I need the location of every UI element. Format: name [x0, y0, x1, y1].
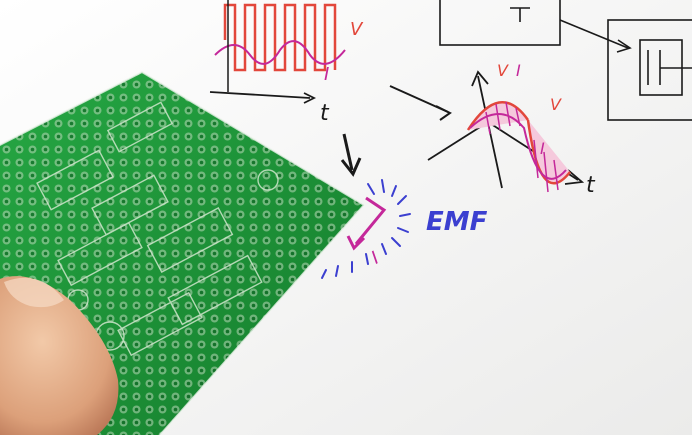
top-t-label: t — [320, 101, 330, 126]
emf-label: EMF — [426, 207, 488, 237]
current-arrow — [346, 196, 387, 251]
top-v-label: V — [350, 19, 364, 40]
curve-i-label: I — [540, 139, 545, 158]
top-i-label: I — [324, 64, 329, 85]
square-wave-diagram: V I t — [209, 0, 364, 126]
sine-wave-plot: V I V I t — [427, 61, 596, 198]
axis-t-label: t — [586, 173, 596, 198]
curve-v-label: V — [550, 95, 562, 114]
arrow-to-sine — [389, 85, 452, 121]
emf-glow-lines — [321, 179, 411, 279]
circuit-block-diagram — [439, 0, 692, 121]
axis-i-label: I — [516, 61, 521, 80]
arrow-to-board — [340, 133, 362, 177]
thumb — [0, 276, 119, 435]
axis-v-label: V — [497, 61, 509, 80]
